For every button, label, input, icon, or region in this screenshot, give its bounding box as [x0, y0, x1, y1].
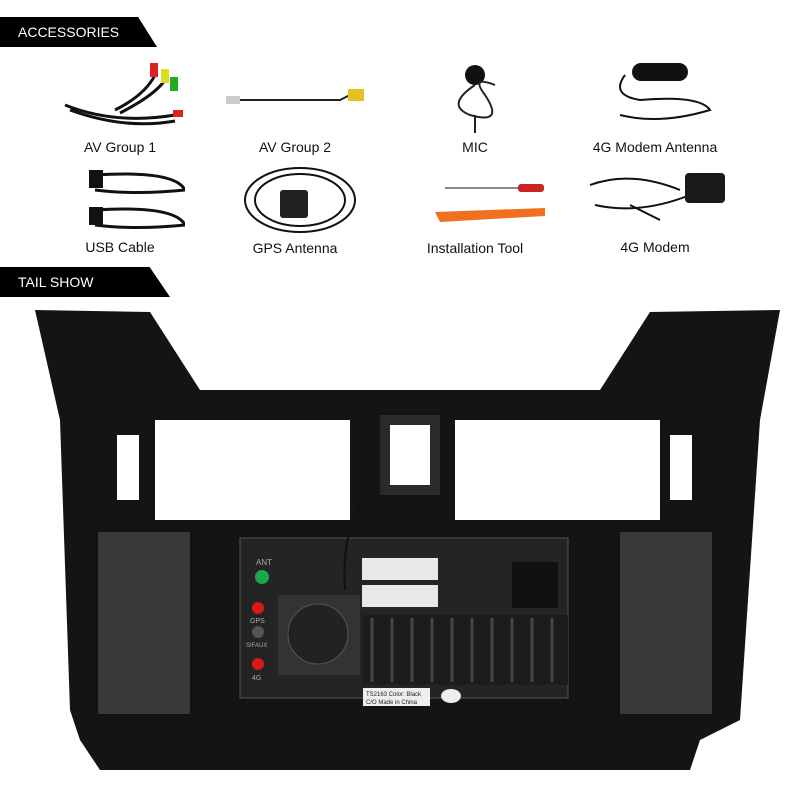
accessory-mic: MIC	[385, 55, 565, 155]
accessory-usb-cable: USB Cable	[30, 165, 210, 255]
tool-icon	[435, 184, 545, 222]
av-cable-icon	[64, 63, 183, 126]
gps-port	[252, 602, 264, 614]
gps-antenna-icon	[244, 167, 356, 233]
av-cable-icon	[226, 89, 364, 104]
aux-label: SIFAUX	[246, 643, 267, 649]
accessory-av-group-2: AV Group 2	[205, 55, 385, 155]
microphone-icon	[457, 65, 496, 133]
accessory-av-group-1: AV Group 1	[30, 55, 210, 155]
sticker-line-2: C/O Made in China	[366, 700, 418, 706]
sticker-line-1: TS2163 Color: Black	[366, 692, 422, 698]
accessory-label: 4G Modem	[620, 239, 690, 255]
ant-label: ANT	[256, 558, 272, 567]
4g-label: 4G	[252, 675, 261, 682]
accessory-label: AV Group 2	[258, 139, 332, 155]
gps-label: GPS	[250, 618, 265, 625]
modem-icon	[589, 173, 725, 221]
antenna-icon	[619, 63, 712, 120]
accessory-installation-tool: Installation Tool	[385, 170, 565, 256]
radio-frame-rear-view: ANT GPS SIFAUX 4G TS2163 Color: Black C/…	[35, 310, 780, 770]
accessory-4g-modem: 4G Modem	[565, 165, 745, 255]
4g-port	[252, 658, 264, 670]
accessory-label: GPS Antenna	[252, 240, 338, 256]
antenna-port	[255, 570, 269, 584]
accessories-banner: ACCESSORIES	[0, 17, 157, 47]
accessory-label: AV Group 1	[83, 139, 157, 155]
accessory-label: 4G Modem Antenna	[592, 139, 718, 155]
accessory-label: Installation Tool	[426, 240, 524, 256]
accessory-label: MIC	[462, 139, 488, 155]
usb-cable-icon	[89, 170, 185, 229]
accessory-gps-antenna: GPS Antenna	[205, 160, 385, 256]
accessory-4g-antenna: 4G Modem Antenna	[565, 55, 745, 155]
tail-show-banner: TAIL SHOW	[0, 267, 170, 297]
accessory-label: USB Cable	[85, 239, 155, 255]
